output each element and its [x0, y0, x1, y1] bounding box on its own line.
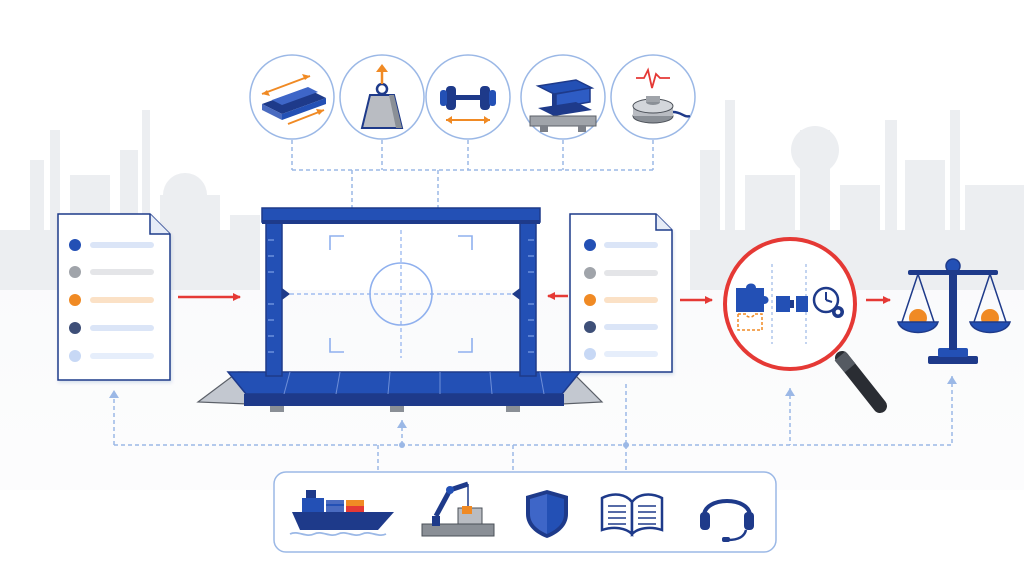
right-document-row-marker	[584, 321, 596, 333]
right-document-rows	[584, 239, 658, 360]
left-document-row-marker	[69, 322, 81, 334]
bottom-connector-lines	[113, 376, 953, 472]
right-document-row-marker	[584, 348, 596, 360]
open-book-icon	[600, 493, 664, 538]
industrial-crane-icon	[421, 481, 495, 537]
test-weight-icon	[339, 54, 425, 140]
top-icon-row	[249, 54, 696, 140]
weighbridge-left-post	[265, 211, 283, 377]
scanner-viewfinder	[290, 230, 512, 358]
left-document-row-marker	[69, 239, 81, 251]
right-document-row-marker	[584, 239, 596, 251]
weighbridge-frame	[196, 207, 604, 412]
flow-arrows	[178, 292, 891, 304]
bottom-icon-panel	[273, 471, 777, 553]
magnifier-content	[736, 264, 844, 344]
left-document-row-marker	[69, 294, 81, 306]
clock-gear-icon	[812, 286, 844, 318]
weighbridge-right-post	[519, 211, 537, 377]
right-document-row-marker	[584, 267, 596, 279]
load-cell-sensor-icon	[610, 54, 696, 140]
steel-beam-icon	[520, 54, 606, 140]
cargo-ship-icon	[289, 490, 394, 537]
balance-scale-icon	[897, 258, 1011, 364]
shield-icon	[526, 490, 568, 538]
connector-icon	[776, 296, 808, 312]
right-document	[569, 213, 673, 373]
connector-arrowheads	[109, 376, 957, 448]
right-document-row-marker	[584, 294, 596, 306]
weighbridge-base	[244, 394, 564, 406]
puzzle-piece-icon	[736, 283, 769, 331]
dumbbell-icon	[425, 54, 511, 140]
left-document-row-marker	[69, 350, 81, 362]
top-connector-lines	[291, 140, 654, 208]
weighbridge-top-beam	[261, 207, 541, 223]
headset-icon	[700, 499, 754, 542]
load-cell-plate-icon	[249, 54, 335, 140]
left-document-rows	[69, 239, 154, 362]
left-document-row-marker	[69, 266, 81, 278]
